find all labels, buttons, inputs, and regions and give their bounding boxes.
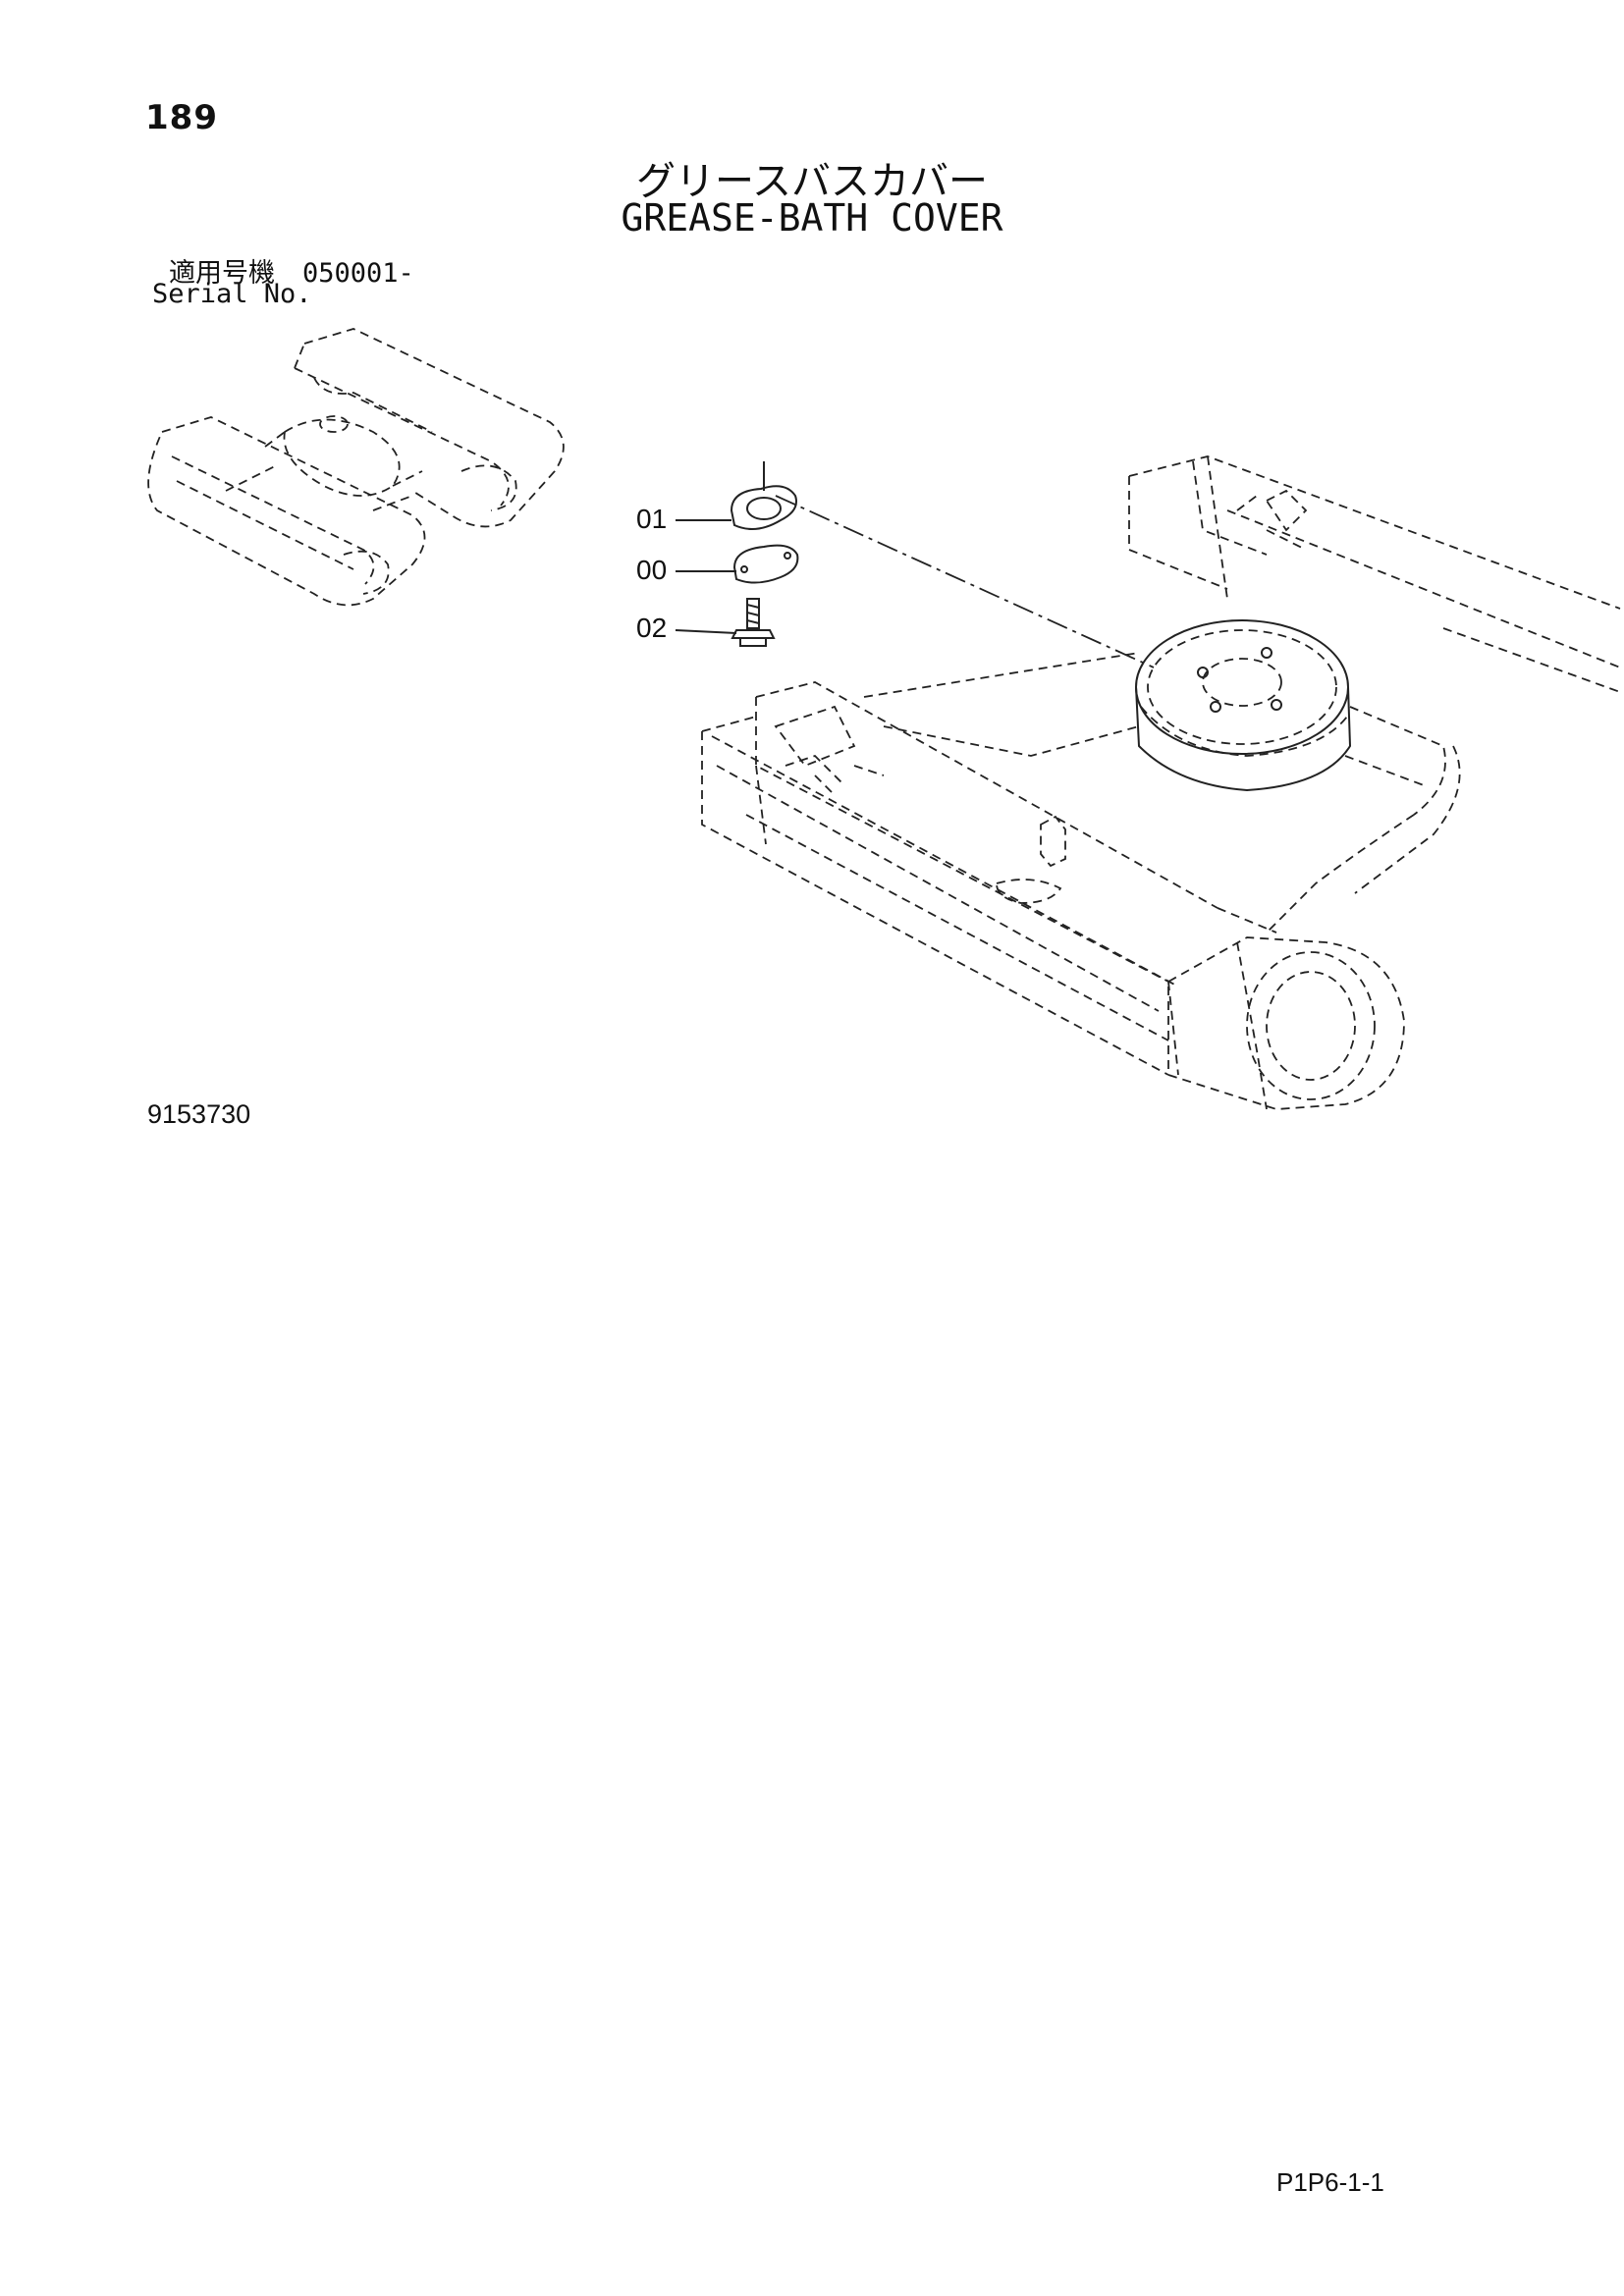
callout-label: 02 xyxy=(636,613,668,643)
callout-label: 00 xyxy=(636,555,668,585)
callout-label: 01 xyxy=(636,504,668,534)
title-english-text: GREASE-BATH COVER xyxy=(621,196,1003,240)
serial-label-english: Serial No. xyxy=(152,279,312,309)
page-number: 189 xyxy=(145,98,218,137)
callout-leaders xyxy=(675,519,737,634)
overview-undercarriage-drawing xyxy=(147,328,565,607)
bolt-part-drawing xyxy=(731,598,776,647)
cover-plate-part-drawing xyxy=(732,544,799,584)
installation-centerline xyxy=(775,495,1155,668)
main-frame-drawing xyxy=(701,455,1621,1110)
page-code: P1P6-1-1 xyxy=(1276,2167,1384,2197)
serial-value: 050001- xyxy=(302,258,414,289)
drawing-number: 9153730 xyxy=(147,1099,251,1129)
title-japanese-text: グリースバスカバー xyxy=(636,159,988,204)
parts-diagram xyxy=(147,328,1621,1110)
title-japanese: グリースバスカバー xyxy=(0,149,1624,206)
serial-label-japanese: 適用号機 xyxy=(169,258,275,289)
gasket-part-drawing xyxy=(730,461,797,530)
title-english: GREASE-BATH COVER xyxy=(0,196,1624,240)
serial-row: 適用号機 050001- xyxy=(169,251,414,290)
